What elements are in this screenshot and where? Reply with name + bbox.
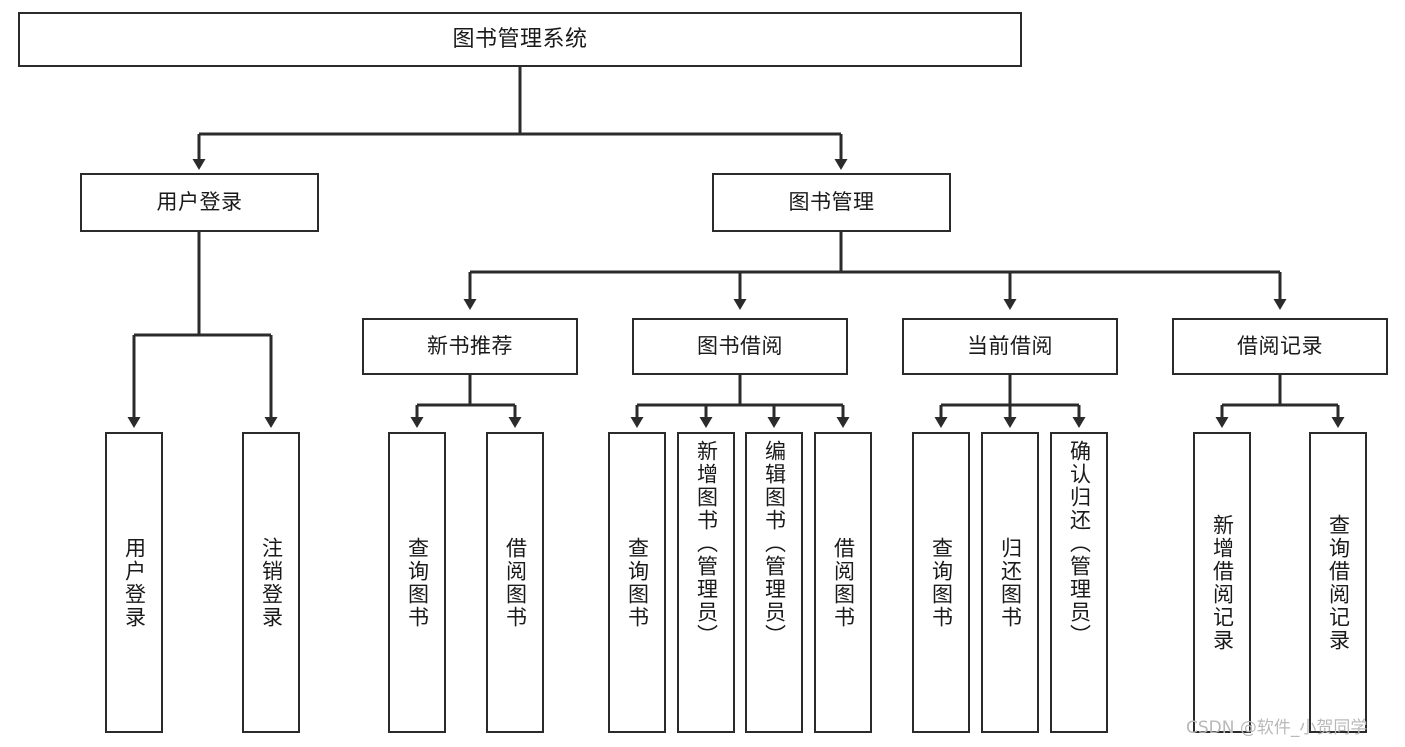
node-label: 图书管理 (788, 190, 875, 215)
node-user-login[interactable]: 用户登录 (80, 173, 319, 232)
node-label: 查询图书 (929, 536, 954, 629)
node-label: 编辑图书（管理员） (762, 440, 787, 647)
csdn-watermark: CSDN @软件_小贺同学 (1186, 718, 1368, 738)
node-label: 当前借阅 (967, 334, 1053, 359)
node-label: 借阅图书 (503, 536, 528, 629)
leaf-logout-login[interactable]: 注销登录 (242, 432, 300, 733)
node-book-borrow[interactable]: 图书借阅 (632, 318, 848, 375)
leaf-confirm-return-admin[interactable]: 确认归还（管理员） (1050, 432, 1108, 733)
leaf-borrow-book-recommend[interactable]: 借阅图书 (486, 432, 544, 733)
leaf-edit-book-admin[interactable]: 编辑图书（管理员） (745, 432, 803, 733)
node-label: 查询借阅记录 (1326, 513, 1351, 652)
node-label: 借阅记录 (1237, 334, 1323, 359)
node-label: 注销登录 (259, 536, 284, 629)
leaf-query-book-recommend[interactable]: 查询图书 (388, 432, 446, 733)
leaf-return-book[interactable]: 归还图书 (981, 432, 1039, 733)
node-label: 确认归还（管理员） (1067, 440, 1092, 647)
leaf-query-borrow-record[interactable]: 查询借阅记录 (1309, 432, 1367, 733)
node-label: 查询图书 (405, 536, 430, 629)
node-label: 新书推荐 (427, 334, 513, 359)
node-label: 用户登录 (122, 536, 147, 629)
node-borrow-record[interactable]: 借阅记录 (1172, 318, 1388, 375)
leaf-borrow-book[interactable]: 借阅图书 (814, 432, 872, 733)
node-root-book-management-system[interactable]: 图书管理系统 (18, 12, 1022, 67)
node-label: 图书借阅 (697, 334, 783, 359)
node-book-management[interactable]: 图书管理 (712, 173, 951, 232)
node-label: 新增图书（管理员） (694, 440, 719, 647)
leaf-query-book-current[interactable]: 查询图书 (912, 432, 970, 733)
leaf-add-book-admin[interactable]: 新增图书（管理员） (677, 432, 735, 733)
node-label: 图书管理系统 (452, 26, 588, 52)
node-label: 用户登录 (156, 190, 243, 215)
leaf-query-book-borrow[interactable]: 查询图书 (608, 432, 666, 733)
node-label: 新增借阅记录 (1210, 513, 1235, 652)
node-label: 借阅图书 (831, 536, 856, 629)
node-new-book-recommend[interactable]: 新书推荐 (362, 318, 578, 375)
leaf-add-borrow-record[interactable]: 新增借阅记录 (1193, 432, 1251, 733)
node-current-borrow[interactable]: 当前借阅 (902, 318, 1118, 375)
leaf-user-login[interactable]: 用户登录 (105, 432, 163, 733)
node-label: 查询图书 (625, 536, 650, 629)
node-label: 归还图书 (998, 536, 1023, 629)
